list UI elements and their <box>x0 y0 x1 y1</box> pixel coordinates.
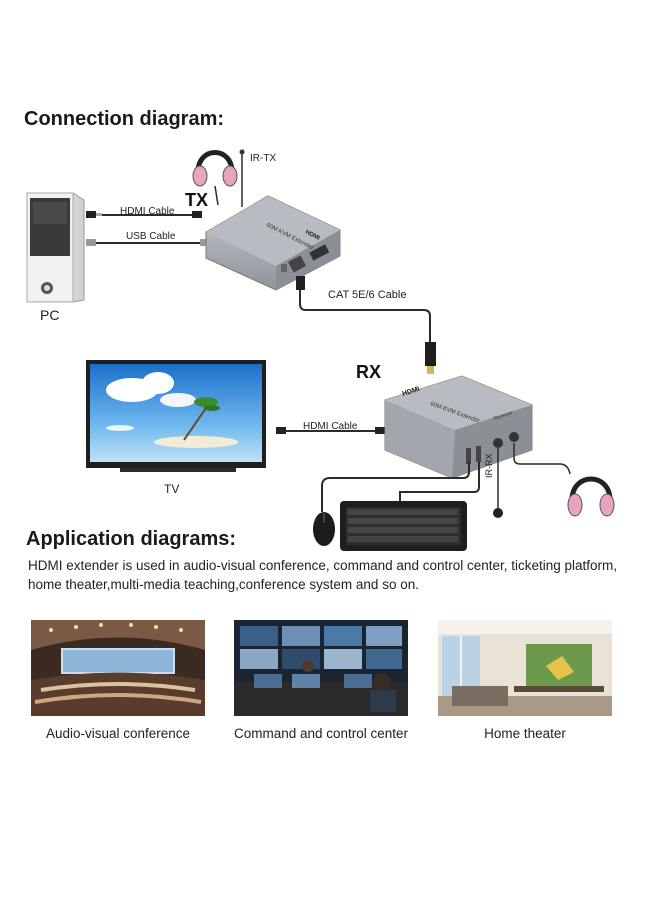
photo-caption-conference: Audio-visual conference <box>45 726 191 741</box>
pc-label: PC <box>40 307 60 323</box>
rx-receiver-text: Receiver <box>493 410 514 422</box>
rx-device-icon: HDMI 60M KVM Extender Receiver <box>384 375 533 479</box>
connection-diagram: 60M KVM Extender HDMI <box>26 149 615 551</box>
tx-device-icon: 60M KVM Extender HDMI <box>205 195 341 291</box>
cat-cable <box>296 276 436 374</box>
conference-hall-photo <box>31 620 205 716</box>
ir-tx-antenna-icon <box>239 149 245 207</box>
hdmi-cable-tx <box>86 211 202 218</box>
ir-rx-label: IR-RX <box>484 453 494 479</box>
tx-label: TX <box>185 190 209 210</box>
mouse-icon <box>313 462 470 546</box>
photo-caption-home-theater: Home theater <box>484 726 566 741</box>
headphones-tx-icon <box>192 150 238 206</box>
keyboard-icon <box>340 462 480 551</box>
rx-label: RX <box>356 362 382 382</box>
usb-cable <box>86 239 209 246</box>
usb-cable-label: USB Cable <box>126 231 176 242</box>
photo-caption-control-center: Command and control center <box>233 726 409 741</box>
control-room-photo <box>234 620 408 716</box>
hdmi-cable-rx-label: HDMI Cable <box>303 421 358 432</box>
application-description: HDMI extender is used in audio-visual co… <box>28 558 618 592</box>
tv-label: TV <box>164 482 180 496</box>
ir-tx-label: IR-TX <box>250 153 277 164</box>
pc-tower-icon <box>26 192 85 303</box>
headphones-rx-icon <box>513 443 615 517</box>
ir-rx-sensor-icon <box>493 448 503 518</box>
home-theater-photo <box>438 620 612 716</box>
tv-icon <box>86 360 266 472</box>
hdmi-cable-rx <box>276 427 385 434</box>
connection-diagram-title: Connection diagram: <box>24 108 225 130</box>
hdmi-cable-tx-label: HDMI Cable <box>120 206 175 217</box>
application-diagrams-title: Application diagrams: <box>26 528 237 550</box>
cat-cable-label: CAT 5E/6 Cable <box>328 289 407 301</box>
